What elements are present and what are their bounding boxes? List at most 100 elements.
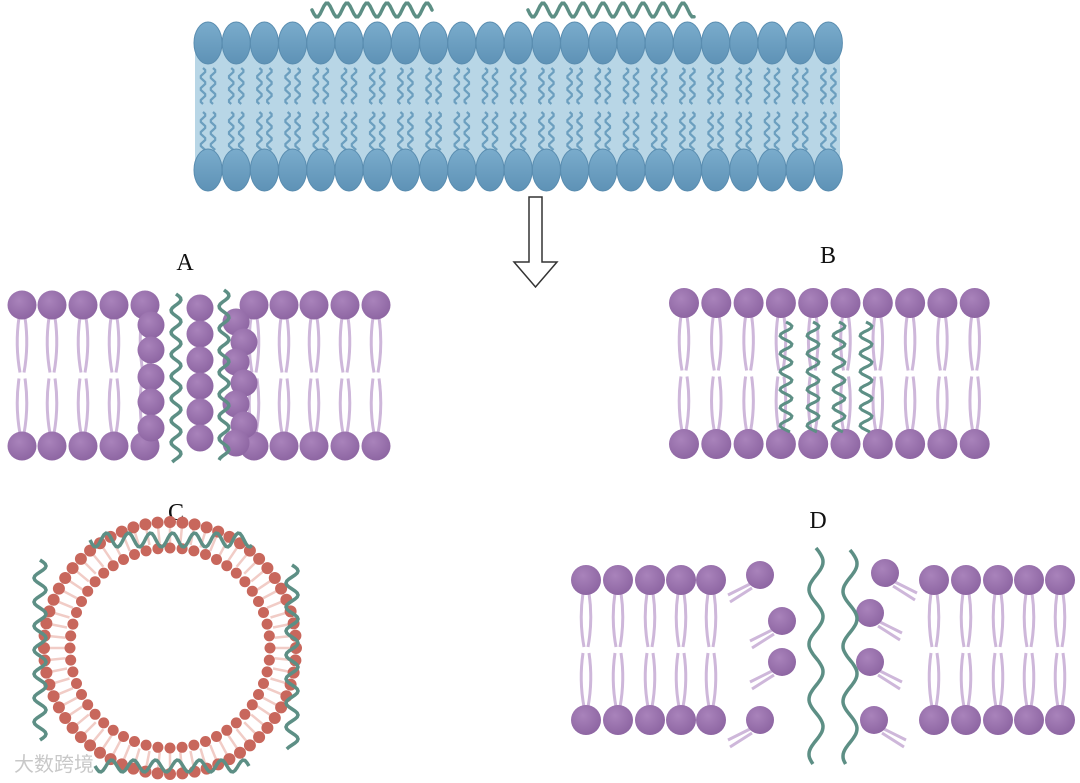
vesicle-outer-head [40,617,53,630]
lipid-tail [959,592,966,648]
lipid-head [588,21,618,65]
lipid-tail [312,111,320,151]
lipid-head [666,705,696,735]
vesicle-inner-head [98,567,110,579]
lipid-tail [1022,652,1029,708]
lipid-head [919,705,949,735]
free-lipid-tail [877,673,901,691]
lipid-tail [618,592,625,648]
free-lipid-tail [892,579,918,595]
lipid-head [830,288,861,318]
lipid-tail [425,111,432,151]
lipid-tail [650,111,658,151]
free-lipid-head [746,706,774,734]
lipid-tail [878,376,885,432]
vesicle-tail [218,740,229,756]
lipid-tail [910,376,917,432]
lipid-head [785,21,815,65]
lipid-tail [749,315,755,371]
vesicle-tail [250,570,265,583]
lipid-head [959,288,990,318]
lipid-tail [209,111,217,151]
lipid-head [68,431,98,461]
lipid-head [919,565,949,595]
vesicle-outer-head [289,654,302,667]
lipid-tail [45,378,52,434]
lipid-tail [340,67,348,105]
vesicle-inner-head [65,654,77,666]
vesicle-tail [101,546,113,562]
vesicle-inner-head [98,717,110,729]
vesicle-tail [75,570,90,583]
lipid-tail [463,111,471,151]
lipid-tail [22,378,29,434]
vesicle-tail [227,546,239,562]
lipid-tail [660,67,668,105]
lipid-tail [345,378,352,434]
vesicle-tail [49,634,66,639]
lipid-tail [237,111,245,151]
vesicle-inner-head [76,689,87,700]
vesicle-outer-head [40,666,53,679]
lipid-tail [76,317,83,373]
lipid-tail [878,315,885,371]
lipid-head [672,148,702,192]
lipid-tail [322,67,330,105]
lipid-head [830,429,861,459]
lipid-tail [791,111,799,151]
lipid-tail [586,592,593,648]
lipid-tail [622,67,630,105]
lipid-tail [435,67,442,105]
vesicle-tail [256,705,272,717]
vesicle-tail [68,705,84,717]
lipid-tail [806,315,813,371]
lipid-head [1045,705,1075,735]
lipid-tail [707,67,714,105]
lipid-head [729,21,759,65]
lipid-tail [679,111,686,151]
lipid-tail [114,317,121,373]
lipid-head [571,565,601,595]
lipid-tail [674,592,681,648]
lipid-head [330,290,360,320]
free-lipid-head [856,648,884,676]
lipid-tail [681,592,688,648]
lipid-tail [509,67,517,105]
vesicle-outer-head [66,721,79,734]
vesicle-outer-head [52,701,65,714]
free-lipid-tail [877,624,901,642]
lipid-tail [284,378,291,434]
lipid-head [927,288,958,318]
vesicle-inner-head [118,731,129,742]
lipid-tail [345,317,352,373]
vesicle-inner-head [71,678,82,689]
lipid-tail [314,378,321,434]
lipid-head [701,21,731,65]
lipid-tail [684,376,691,432]
free-lipid-tail [751,673,775,691]
lipid-head [696,705,726,735]
vesicle-inner-head [140,739,152,751]
lipid-tail [704,652,711,708]
lipid-head [7,431,37,461]
lipid-tail [481,67,489,105]
lipid-head [603,565,633,595]
lipid-tail [15,378,22,434]
peptide-helix [526,1,696,19]
lipid-tail [991,592,998,648]
free-lipid-tail [727,726,753,742]
vesicle-outer-head [52,582,65,595]
lipid-tail [284,317,291,373]
lipid-tail [277,378,284,434]
vesicle-outer-head [275,582,288,595]
lipid-tail [632,111,640,151]
vesicle-tail [272,667,289,673]
vesicle-outer-head [243,739,256,752]
vesicle-outer-head [47,593,60,606]
vesicle-inner-head [200,549,211,560]
lipid-tail [936,376,942,432]
vesicle-peptide [93,758,251,774]
vesicle-tail [145,750,151,767]
lipid-tail [576,67,583,105]
lipid-tail [871,376,878,432]
